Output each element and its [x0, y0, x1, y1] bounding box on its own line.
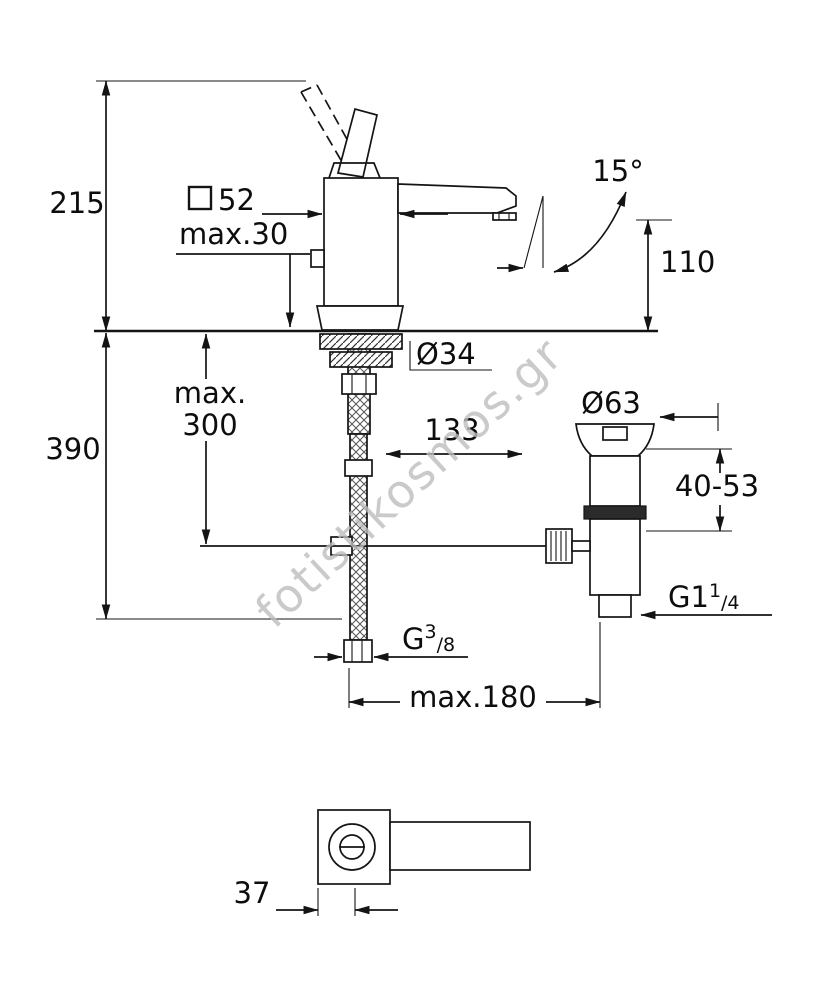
dim-g1-quarter: G11/4: [640, 580, 772, 620]
dim-max30-label: max.30: [179, 217, 288, 251]
dim-max300-label-2: 300: [182, 408, 237, 442]
watermark-text: fotistikosmos.gr: [245, 327, 573, 638]
dim-390: 390: [45, 332, 342, 620]
shank-nut-detail: [351, 374, 367, 394]
waste-plug-knob: [602, 426, 628, 441]
spout: [397, 183, 517, 214]
waste-tailpiece: [598, 594, 632, 618]
mounting-washer: [319, 333, 403, 350]
dim-g38-label: G3/8: [402, 621, 455, 656]
front-view: [94, 84, 658, 663]
hose-connector: [344, 459, 373, 477]
knurl-texture: [550, 531, 567, 561]
dim-133-label: 133: [424, 413, 479, 447]
aerator: [492, 212, 517, 221]
base-plate: [315, 305, 405, 331]
dim-110-label: 110: [660, 245, 715, 279]
diverter-knob: [310, 249, 325, 268]
adjuster-link: [571, 540, 591, 552]
dim-o34-label: Ø34: [416, 337, 476, 371]
dim-o63: Ø63: [581, 386, 719, 431]
dim-max180-label: max.180: [409, 680, 537, 714]
shank-nut: [341, 373, 377, 395]
dim-215-label: 215: [49, 186, 104, 220]
dim-133: 133: [385, 413, 523, 459]
dim-390-label: 390: [45, 432, 100, 466]
dim-max300: max. 300: [174, 333, 246, 545]
dim-g1-quarter-label: G11/4: [668, 580, 740, 614]
dim-52: 52: [187, 183, 448, 219]
waste-body-lower: [589, 518, 641, 596]
dim-max30: max.30: [176, 217, 310, 328]
dim-max180: max.180: [348, 622, 601, 714]
dim-110: 110: [636, 219, 715, 332]
dim-15deg: 15°: [497, 154, 644, 273]
dim-215: 215: [49, 80, 306, 332]
dim-52-label: 52: [218, 183, 255, 217]
mounting-nut: [329, 351, 393, 368]
dim-o63-label: Ø63: [581, 386, 641, 420]
top-view-spout: [389, 821, 531, 871]
dimensions: 215 52 max.30 15° 110 Ø34: [45, 80, 772, 714]
top-view: 37: [234, 809, 531, 916]
waste-body-upper: [589, 455, 641, 507]
dim-37: 37: [234, 876, 398, 916]
pop-up-waste: [545, 423, 655, 618]
dim-o34: Ø34: [409, 337, 492, 371]
faucet-body: [323, 177, 399, 307]
lever-base: [328, 162, 381, 179]
waste-seal-ring: [583, 505, 647, 520]
hose-end-nut: [343, 639, 373, 663]
dim-40-53-label: 40-53: [675, 469, 759, 503]
hose-end-nut-detail: [351, 640, 363, 662]
aerator-detail: [498, 213, 510, 220]
dim-37-label: 37: [234, 876, 271, 910]
rod-adjuster-knurl: [545, 528, 573, 564]
dim-40-53: 40-53: [646, 448, 759, 532]
dim-g-three-eighths: G3/8: [314, 621, 468, 662]
lever-handle: [336, 107, 379, 178]
dim-15deg-label: 15°: [592, 154, 643, 188]
dim-max300-label-1: max.: [174, 376, 246, 410]
square-symbol: [187, 185, 213, 211]
